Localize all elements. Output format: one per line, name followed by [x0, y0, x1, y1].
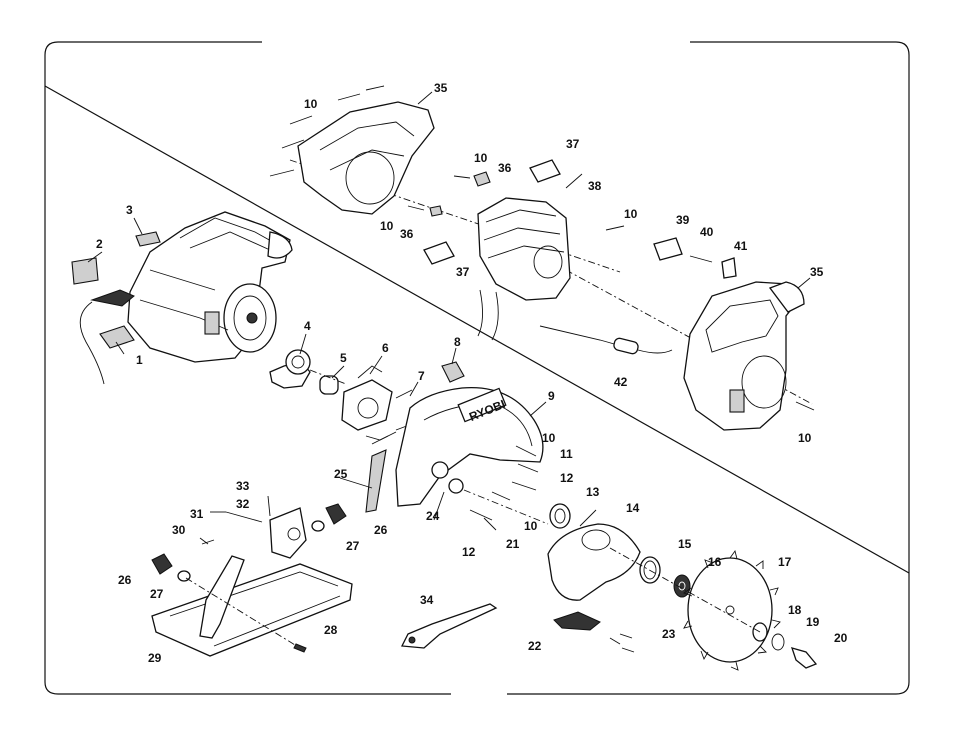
callout-36-lower: 36 — [400, 227, 414, 241]
callout-12-lower: 12 — [462, 545, 476, 559]
saw-blade — [683, 549, 781, 671]
callout-41: 41 — [734, 239, 748, 253]
callout-29: 29 — [148, 651, 162, 665]
callout-6: 6 — [382, 341, 389, 355]
callout-10-lower: 10 — [524, 519, 538, 533]
shoe-base — [151, 495, 353, 657]
callout-31: 31 — [190, 507, 204, 521]
callout-21: 21 — [506, 537, 520, 551]
callout-7: 7 — [418, 369, 425, 383]
callout-35-right: 35 — [810, 265, 824, 279]
callout-16: 16 — [708, 555, 722, 569]
callout-17: 17 — [778, 555, 792, 569]
callout-10-field: 10 — [624, 207, 638, 221]
callout-13: 13 — [586, 485, 600, 499]
callout-37-lower: 37 — [456, 265, 470, 279]
upper-guard: RYOBI — [365, 386, 544, 513]
callout-labels: 1 2 3 4 5 6 7 8 9 10 11 12 13 10 14 15 1… — [96, 81, 848, 665]
callout-9: 9 — [548, 389, 555, 403]
callout-36-top: 36 — [498, 161, 512, 175]
page-frame — [44, 41, 910, 695]
callout-1: 1 — [136, 353, 143, 367]
callout-22: 22 — [528, 639, 542, 653]
armature-group — [269, 349, 465, 445]
callout-10-handle: 10 — [798, 431, 812, 445]
callout-34: 34 — [420, 593, 434, 607]
callout-39: 39 — [676, 213, 690, 227]
callout-37-top: 37 — [566, 137, 580, 151]
callout-11: 11 — [560, 447, 573, 461]
callout-27-right: 27 — [346, 539, 360, 553]
callout-25: 25 — [334, 467, 348, 481]
switch-parts — [653, 237, 737, 279]
callout-4: 4 — [304, 319, 311, 333]
callout-12-upper: 12 — [560, 471, 574, 485]
callout-27-left: 27 — [150, 587, 164, 601]
callout-28: 28 — [324, 623, 338, 637]
callout-10-brush: 10 — [474, 151, 488, 165]
callout-8: 8 — [454, 335, 461, 349]
blade-wrench — [400, 603, 498, 649]
callout-10-housing: 10 — [380, 219, 394, 233]
callout-14: 14 — [626, 501, 640, 515]
lower-guard — [547, 523, 641, 653]
callout-26-left: 26 — [118, 573, 132, 587]
callout-35-top: 35 — [434, 81, 448, 95]
callout-15: 15 — [678, 537, 692, 551]
callout-5: 5 — [340, 351, 347, 365]
power-cord — [539, 325, 673, 355]
callout-40: 40 — [700, 225, 714, 239]
callout-26-right: 26 — [374, 523, 388, 537]
callout-33: 33 — [236, 479, 250, 493]
callout-19: 19 — [806, 615, 820, 629]
motor-field — [407, 159, 625, 341]
handle-housing — [683, 281, 815, 431]
assembled-saw — [79, 211, 293, 385]
callout-10-top: 10 — [304, 97, 318, 111]
callout-10-guard: 10 — [542, 431, 556, 445]
callout-30: 30 — [172, 523, 186, 537]
guard-screws — [469, 445, 571, 531]
callout-2: 2 — [96, 237, 103, 251]
callout-38: 38 — [588, 179, 602, 193]
leader-lines — [87, 91, 811, 645]
callout-18: 18 — [788, 603, 802, 617]
callout-20: 20 — [834, 631, 848, 645]
callout-3: 3 — [126, 203, 133, 217]
callout-23: 23 — [662, 627, 676, 641]
callout-24: 24 — [426, 509, 440, 523]
motor-housing-top — [269, 85, 435, 215]
callout-32: 32 — [236, 497, 250, 511]
callout-42: 42 — [614, 375, 628, 389]
diagonal-divider — [44, 85, 910, 574]
label-tags — [71, 231, 161, 349]
